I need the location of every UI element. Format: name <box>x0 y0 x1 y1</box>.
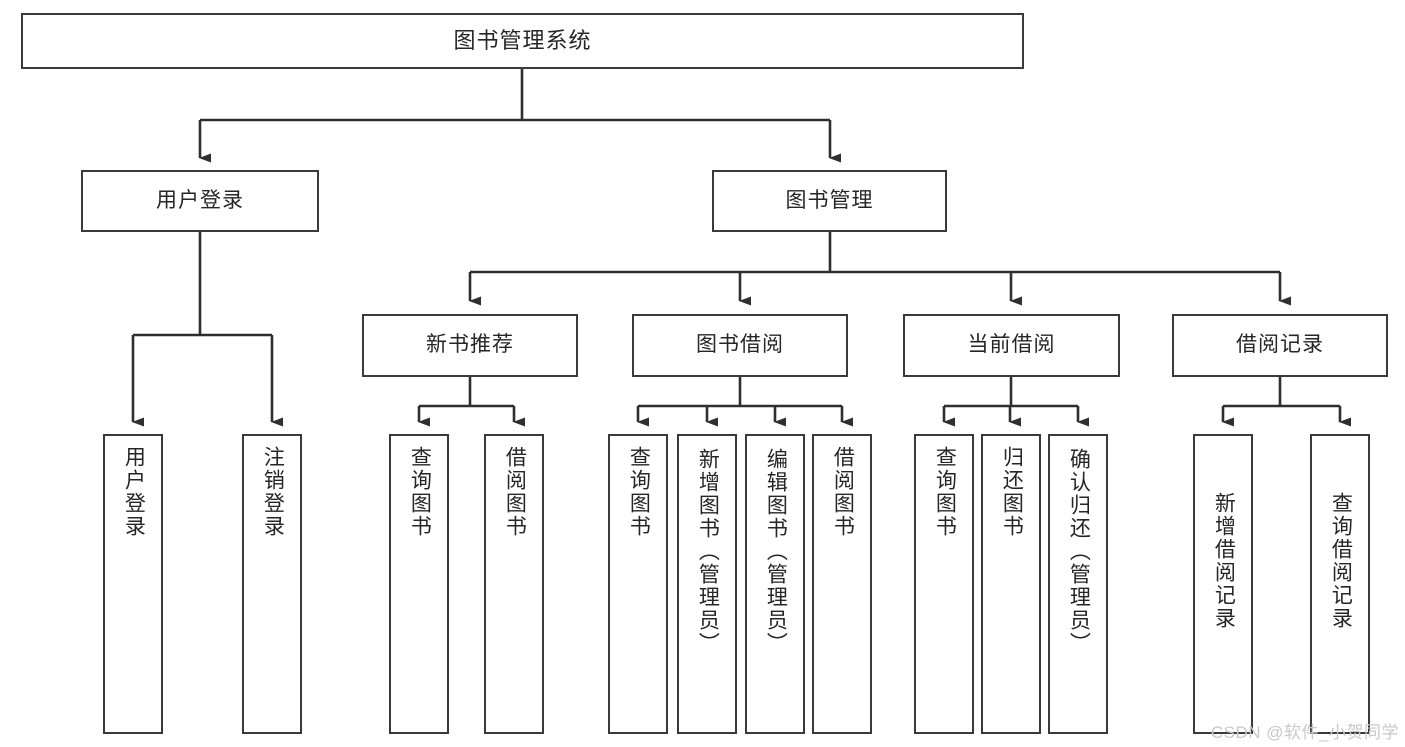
node-label: 确认归还（管理员） <box>1067 448 1091 655</box>
node-label: 查询图书 <box>408 446 432 538</box>
leaf-query-book-recommend[interactable]: 查询图书 <box>389 434 449 734</box>
leaf-return-book[interactable]: 归还图书 <box>981 434 1041 734</box>
leaf-add-borrow-record[interactable]: 新增借阅记录 <box>1193 434 1253 734</box>
leaf-add-book-admin[interactable]: 新增图书（管理员） <box>677 434 737 734</box>
node-root-system[interactable]: 图书管理系统 <box>21 13 1024 69</box>
node-label: 归还图书 <box>1000 446 1024 538</box>
node-label: 借阅记录 <box>1236 333 1324 357</box>
leaf-query-book-current[interactable]: 查询图书 <box>914 434 974 734</box>
node-label: 查询图书 <box>627 446 651 538</box>
leaf-query-borrow-record[interactable]: 查询借阅记录 <box>1310 434 1370 734</box>
leaf-edit-book-admin[interactable]: 编辑图书（管理员） <box>745 434 805 734</box>
node-label: 新增图书（管理员） <box>696 448 720 655</box>
node-borrow-records[interactable]: 借阅记录 <box>1172 314 1388 377</box>
leaf-borrow-book-recommend[interactable]: 借阅图书 <box>484 434 544 734</box>
node-label: 查询图书 <box>933 446 957 538</box>
node-label: 图书管理系统 <box>453 28 592 54</box>
node-label: 编辑图书（管理员） <box>764 448 788 655</box>
leaf-borrow-book[interactable]: 借阅图书 <box>812 434 872 734</box>
node-label: 查询借阅记录 <box>1329 492 1353 630</box>
leaf-confirm-return-admin[interactable]: 确认归还（管理员） <box>1048 434 1108 734</box>
leaf-logout[interactable]: 注销登录 <box>242 434 302 734</box>
node-label: 新增借阅记录 <box>1212 492 1236 630</box>
node-label: 注销登录 <box>261 446 285 538</box>
node-current-borrow[interactable]: 当前借阅 <box>903 314 1120 377</box>
node-label: 借阅图书 <box>831 446 855 538</box>
node-label: 图书借阅 <box>696 333 784 357</box>
node-book-management[interactable]: 图书管理 <box>712 170 947 232</box>
node-label: 借阅图书 <box>503 446 527 538</box>
node-label: 图书管理 <box>785 188 874 212</box>
node-user-login[interactable]: 用户登录 <box>81 170 319 232</box>
node-label: 用户登录 <box>156 188 244 212</box>
node-label: 用户登录 <box>122 446 146 538</box>
node-label: 当前借阅 <box>967 333 1056 357</box>
leaf-user-login[interactable]: 用户登录 <box>103 434 163 734</box>
node-label: 新书推荐 <box>426 333 514 357</box>
node-book-borrow[interactable]: 图书借阅 <box>632 314 848 377</box>
csdn-watermark: CSDN @软件_小贺同学 <box>1210 723 1399 742</box>
node-new-book-recommend[interactable]: 新书推荐 <box>362 314 578 377</box>
leaf-query-book-borrow[interactable]: 查询图书 <box>608 434 668 734</box>
